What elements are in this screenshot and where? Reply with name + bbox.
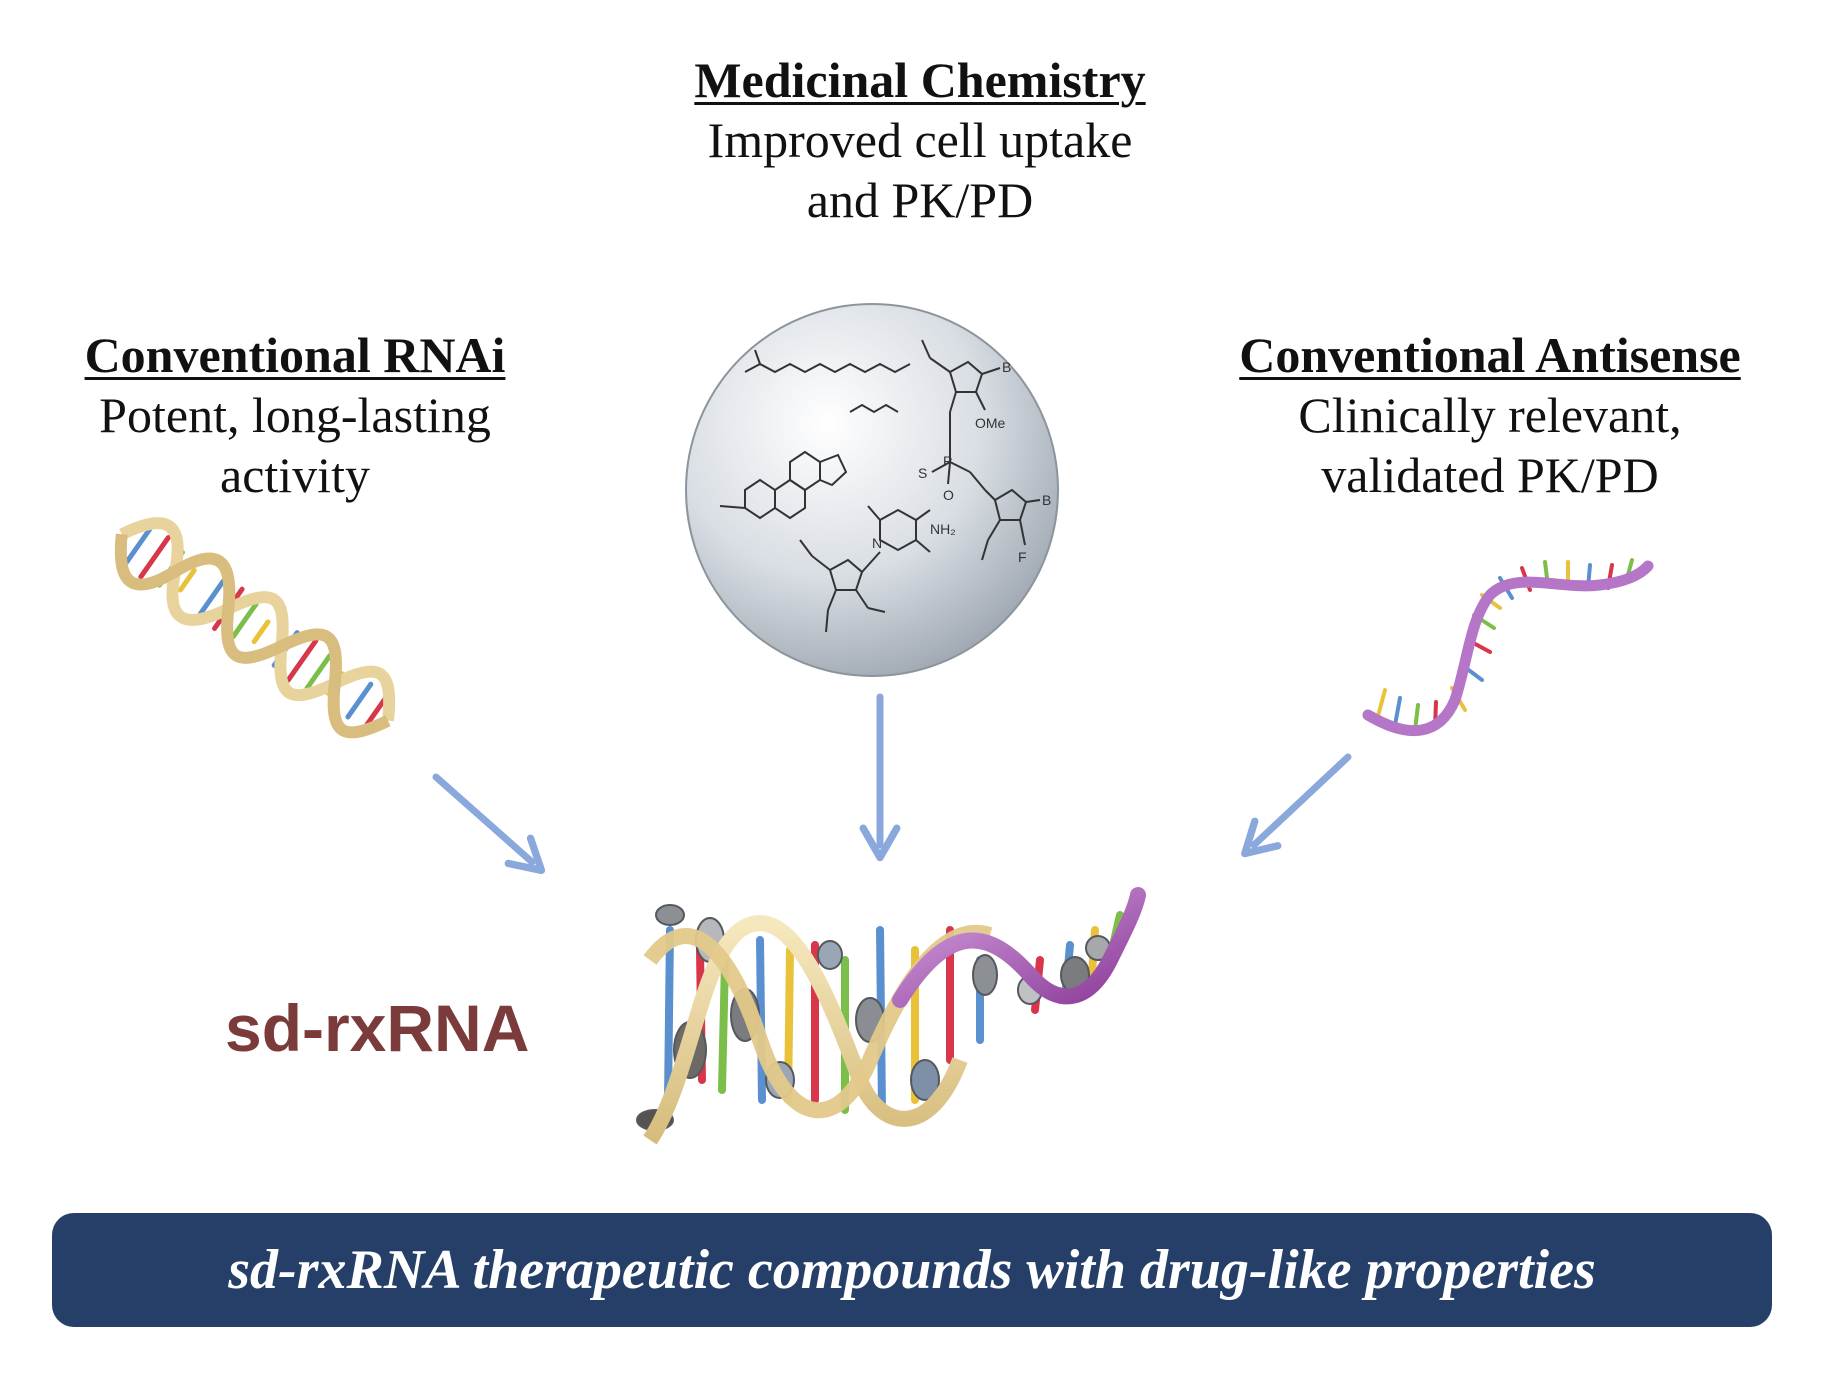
arrows [432,693,1352,875]
mol-label-b1: B [1002,359,1011,375]
mol-label-s: S [918,465,927,481]
mol-label-o: O [943,487,954,503]
medicinal-chemistry-line2: and PK/PD [806,172,1034,228]
mol-label-p: P [943,453,952,469]
conventional-antisense-heading: Conventional Antisense [1239,327,1741,383]
conventional-antisense-line2: validated PK/PD [1321,447,1659,503]
conventional-rnai-block: Conventional RNAi Potent, long-lasting a… [40,325,550,505]
mol-label-nh2: NH₂ [930,521,956,537]
conventional-antisense-block: Conventional Antisense Clinically releva… [1200,325,1780,505]
conventional-rnai-line2: activity [220,447,370,503]
sd-rxrna-helix-image [636,887,1146,1145]
chemistry-sphere: B OMe S P O B F NH₂ N [685,303,1059,677]
arrow-rnai [432,773,546,875]
antisense-strand-image [1362,558,1654,736]
mol-label-b2: B [1042,492,1051,508]
mol-label-n: N [872,535,882,551]
medicinal-chemistry-line1: Improved cell uptake [707,112,1133,168]
medicinal-chemistry-heading: Medicinal Chemistry [694,52,1146,108]
mol-label-ome: OMe [975,415,1006,431]
summary-banner: sd-rxRNA therapeutic compounds with drug… [52,1213,1772,1327]
rnai-helix-image [114,517,396,739]
medicinal-chemistry-block: Medicinal Chemistry Improved cell uptake… [560,50,1280,230]
summary-banner-text: sd-rxRNA therapeutic compounds with drug… [228,1239,1596,1301]
mol-label-f: F [1018,549,1027,565]
conventional-rnai-heading: Conventional RNAi [84,327,506,383]
arrow-antisense [1241,753,1352,858]
conventional-antisense-line1: Clinically relevant, [1298,387,1682,443]
sd-rxrna-label: sd-rxRNA [225,991,530,1065]
conventional-rnai-line1: Potent, long-lasting [99,387,491,443]
